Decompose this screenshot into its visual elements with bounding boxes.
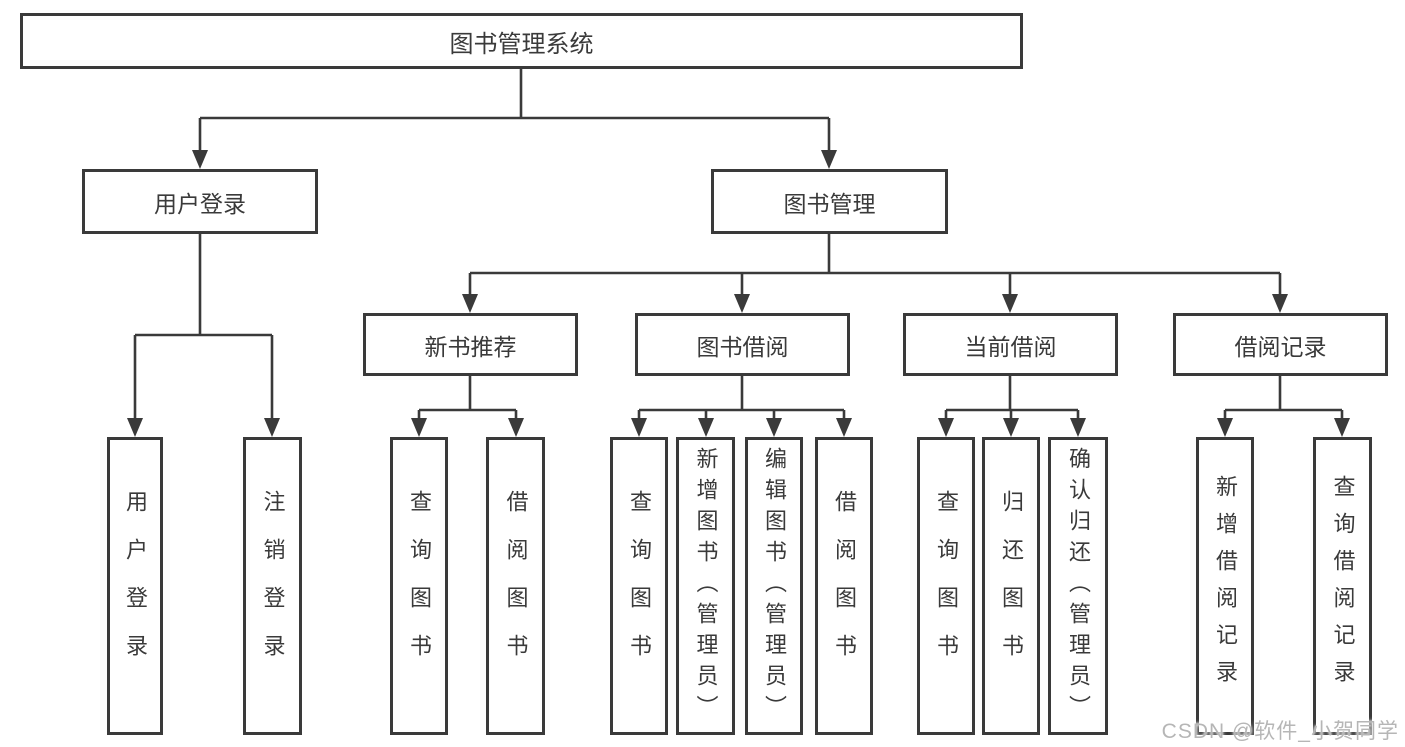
leaf-logout: 注销登录	[243, 437, 302, 735]
connector-lines	[133, 68, 1344, 423]
arrowhead	[1334, 418, 1350, 437]
leaf-label: 查询图书	[407, 490, 432, 682]
leaf-query-borrow-record: 查询借阅记录	[1313, 437, 1372, 735]
leaf-label: 查询图书	[627, 490, 652, 682]
node-book-management: 图书管理	[711, 169, 948, 234]
leaf-label: 编辑图书（管理员）	[762, 446, 787, 726]
leaf-label: 借阅图书	[832, 490, 857, 682]
arrowhead	[1217, 418, 1233, 437]
arrowhead	[127, 418, 143, 437]
csdn-watermark: CSDN @软件_小贺同学	[1161, 720, 1399, 743]
leaf-label: 确认归还（管理员）	[1066, 446, 1091, 726]
arrowhead	[836, 418, 852, 437]
arrowhead	[1272, 294, 1288, 313]
leaf-add-borrow-record: 新增借阅记录	[1196, 437, 1254, 735]
leaf-user-login: 用户登录	[107, 437, 163, 735]
node-book-borrow: 图书借阅	[635, 313, 850, 376]
leaf-label: 查询借阅记录	[1330, 475, 1356, 697]
arrowhead	[821, 150, 837, 169]
arrowhead	[508, 418, 524, 437]
leaf-label: 注销登录	[260, 490, 286, 682]
leaf-borrow-books-2: 借阅图书	[815, 437, 873, 735]
leaf-query-books-1: 查询图书	[390, 437, 448, 735]
arrowhead	[698, 418, 714, 437]
arrowhead	[264, 418, 280, 437]
arrowhead	[631, 418, 647, 437]
node-root: 图书管理系统	[20, 13, 1023, 69]
node-borrow-records: 借阅记录	[1173, 313, 1388, 376]
arrowhead	[411, 418, 427, 437]
arrowhead	[462, 294, 478, 313]
leaf-label: 查询图书	[934, 490, 959, 682]
arrowhead	[766, 418, 782, 437]
arrowhead	[1002, 294, 1018, 313]
leaf-label: 借阅图书	[503, 490, 529, 682]
node-new-book-recommend: 新书推荐	[363, 313, 578, 376]
arrowhead	[938, 418, 954, 437]
leaf-label: 新增借阅记录	[1213, 475, 1238, 697]
leaf-return-books: 归还图书	[982, 437, 1040, 735]
leaf-label: 用户登录	[123, 490, 148, 682]
leaf-edit-books-admin: 编辑图书（管理员）	[745, 437, 803, 735]
leaf-add-books-admin: 新增图书（管理员）	[676, 437, 735, 735]
arrowhead	[734, 294, 750, 313]
node-user-login: 用户登录	[82, 169, 318, 234]
node-current-borrow: 当前借阅	[903, 313, 1118, 376]
leaf-query-books-3: 查询图书	[917, 437, 975, 735]
arrowhead	[1003, 418, 1019, 437]
arrowheads	[127, 150, 1350, 437]
leaf-query-books-2: 查询图书	[610, 437, 668, 735]
leaf-confirm-return-admin: 确认归还（管理员）	[1048, 437, 1108, 735]
leaf-label: 新增图书（管理员）	[693, 446, 719, 726]
leaf-borrow-books-1: 借阅图书	[486, 437, 545, 735]
arrowhead	[1070, 418, 1086, 437]
leaf-label: 归还图书	[999, 490, 1024, 682]
arrowhead	[192, 150, 208, 169]
